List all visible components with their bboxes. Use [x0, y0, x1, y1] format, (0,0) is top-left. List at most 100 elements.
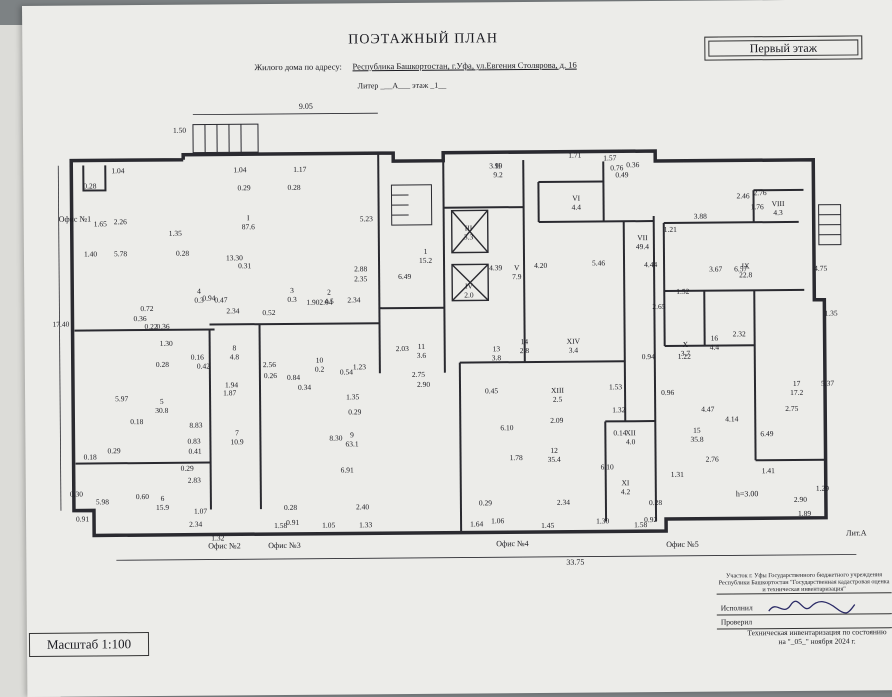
office-label: Офис №3 [268, 540, 301, 551]
dimension-label: 1.30 [159, 338, 173, 348]
dimension-label: 1.87 [223, 388, 237, 398]
dimension-label: 0.36 [156, 321, 170, 331]
dimension-label: 2.34 [189, 519, 203, 529]
dimension-label: 8.30 [329, 433, 343, 443]
dimension-label: 1.94 [224, 380, 239, 390]
room-area: 3.6 [416, 350, 427, 360]
room-area: 22.8 [739, 269, 753, 280]
dimension-label: 2.76 [705, 454, 719, 464]
inventory-stamp: Участок г. Уфы Государственного бюджетно… [716, 571, 892, 595]
dimension-label: 2.35 [354, 274, 368, 284]
dimension-label: 2.34 [226, 306, 240, 316]
ceiling-height: h=3.00 [735, 489, 759, 499]
dimension-label: 0.29 [478, 498, 493, 508]
dimension-label: 1.90 [306, 297, 320, 307]
dimension-label: 0.60 [135, 492, 150, 502]
dimension-label: 0.72 [140, 303, 154, 314]
dimension-label: 2.34 [556, 497, 571, 507]
overall-width-top: 9.05 [298, 101, 313, 111]
room-area: 0.2 [314, 364, 325, 374]
dimension-label: 4.47 [701, 404, 715, 414]
room-area: 0.3 [194, 295, 204, 305]
dimension-label: 6.91 [340, 465, 354, 475]
dimension-label: 2.32 [732, 329, 746, 339]
dimension-label: 2.26 [113, 217, 127, 227]
room-area: 87.6 [241, 221, 255, 231]
dimension-label: 17.40 [52, 319, 70, 329]
dimension-label: 2.34 [347, 295, 361, 305]
dimension-label: 1.04 [111, 166, 125, 176]
dimension-label: 0.34 [297, 382, 312, 392]
room-area: 15.9 [155, 502, 170, 512]
dimension-label: 1.32 [612, 405, 626, 415]
outer-walls [69, 149, 828, 538]
dimension-label: 1.35 [346, 392, 360, 402]
dimension-label: 1.78 [509, 453, 523, 463]
dimension-label: 1.35 [168, 228, 182, 238]
room-area: 3.4 [568, 345, 579, 355]
dimension-label: 5.98 [95, 497, 110, 507]
dimension-label: 2.75 [411, 369, 426, 379]
dimension-label: 1.33 [359, 520, 373, 530]
dimension-label: 1.53 [608, 382, 623, 392]
room-area: 49.4 [635, 241, 650, 251]
dimension-label: 0.28 [175, 248, 190, 258]
dimension-label: 0.54 [339, 367, 354, 377]
dimension-label: 6.10 [600, 462, 614, 472]
dimension-label: 2.09 [550, 415, 564, 425]
dimension-label: 0.94 [641, 352, 655, 362]
dimension-label: 0.29 [348, 407, 362, 417]
dimension-label: 0.26 [263, 371, 278, 381]
lit-a-label: Лит.А [846, 528, 867, 538]
room-area: 63.1 [345, 438, 359, 449]
dimension-label: 5.23 [359, 214, 373, 224]
room-area: 2.0 [464, 290, 474, 300]
room-area: 4.8 [229, 351, 240, 362]
dimension-label: 0.96 [661, 387, 675, 397]
office-label: Офис №1 [58, 214, 92, 224]
dimension-label: 1.30 [596, 516, 610, 526]
dimension-label: 2.88 [354, 264, 368, 274]
room-area: 3.7 [680, 348, 691, 358]
dimension-label: 0.52 [262, 308, 276, 318]
dimension-label: 1.57 [603, 153, 617, 163]
dimension-label: 6.10 [500, 423, 514, 433]
room-area: 3.8 [491, 352, 502, 362]
dimension-label: 2.90 [793, 494, 808, 504]
dimension-label: 6.49 [760, 429, 774, 439]
dimension-label: 5.78 [113, 249, 128, 259]
dimension-label: 1.52 [676, 286, 690, 296]
dimension-label: 0.84 [286, 372, 301, 382]
overall-width-bottom: 33.75 [566, 557, 585, 567]
dimension-label: 2.46 [736, 191, 750, 201]
floor-plan-sheet: ПОЭТАЖНЫЙ ПЛАН Жилого дома по адресу: Ре… [22, 0, 892, 697]
dimension-lines [57, 112, 857, 561]
dimension-label: 0.30 [69, 489, 83, 499]
office-label: Офис №5 [666, 539, 699, 549]
dimension-label: 0.47 [214, 295, 228, 305]
dimension-label: 1.05 [322, 520, 336, 530]
dimension-label: 2.40 [355, 502, 370, 512]
dimension-label: 1.17 [293, 164, 307, 174]
dimension-label: 1.06 [491, 516, 505, 526]
dimension-label: 0.28 [287, 182, 301, 192]
dimension-label: 3.88 [693, 211, 707, 221]
dimension-label: 8.83 [189, 420, 203, 430]
floor-plan-drawing [57, 112, 857, 561]
